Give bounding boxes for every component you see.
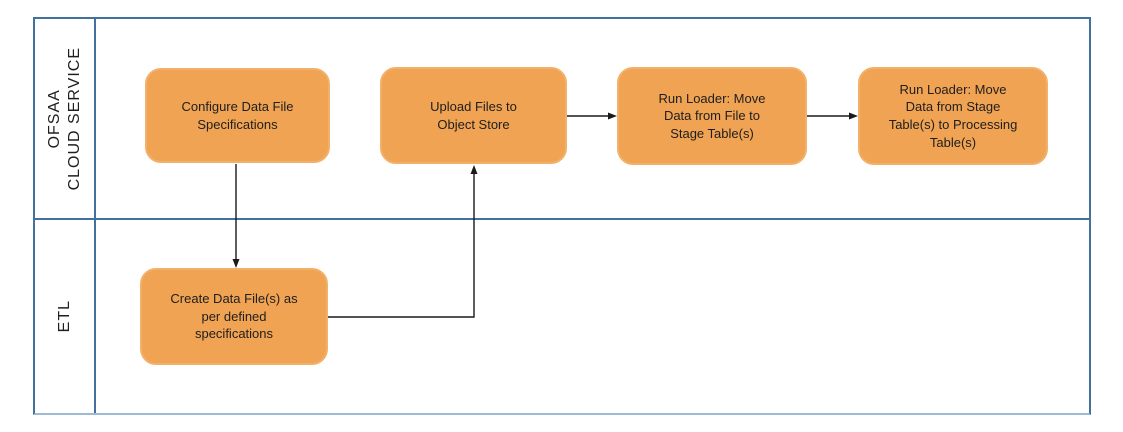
lane-label-ofsaa-cloud-service: OFSAA CLOUD SERVICE xyxy=(45,46,83,191)
node-create-data-files: Create Data File(s) as per defined speci… xyxy=(140,268,328,365)
lane-label-etl: ETL xyxy=(55,300,73,333)
node-run-loader-stage-to-processing: Run Loader: Move Data from Stage Table(s… xyxy=(858,67,1048,165)
node-label: Create Data File(s) as per defined speci… xyxy=(170,291,298,342)
lane-label-separator xyxy=(94,19,96,413)
node-configure-data-file-specs: Configure Data File Specifications xyxy=(145,68,330,163)
node-label: Run Loader: Move Data from File to Stage… xyxy=(658,90,766,141)
node-upload-files-object-store: Upload Files to Object Store xyxy=(380,67,567,164)
node-label: Upload Files to Object Store xyxy=(430,98,517,132)
node-run-loader-file-to-stage: Run Loader: Move Data from File to Stage… xyxy=(617,67,807,165)
swimlane-frame xyxy=(33,17,1091,415)
node-label: Configure Data File Specifications xyxy=(181,98,294,132)
node-label: Run Loader: Move Data from Stage Table(s… xyxy=(888,81,1018,150)
lane-etl: ETL xyxy=(35,220,94,413)
lane-divider xyxy=(35,218,1089,220)
lane-ofsaa-cloud-service: OFSAA CLOUD SERVICE xyxy=(35,19,94,218)
